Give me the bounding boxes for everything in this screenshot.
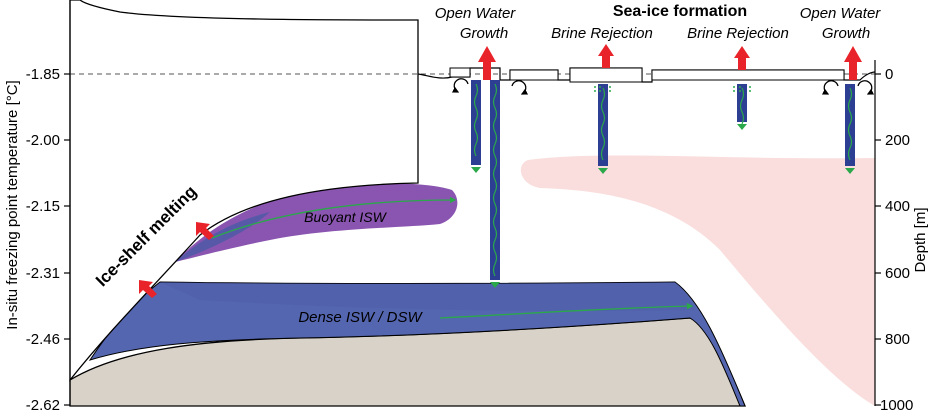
ice-shelf [69, 0, 419, 382]
right-tick-label: 200 [885, 132, 910, 149]
right-tick-label: 600 [885, 265, 910, 282]
up-arrow-icon [598, 44, 614, 68]
plume-column [490, 80, 500, 288]
dense-isw-layer [88, 281, 746, 407]
plume-column [598, 84, 608, 174]
melting-arrow-icon [196, 222, 214, 240]
right-axis-title: Depth [m] [912, 207, 929, 272]
up-arrow-icon [734, 46, 750, 70]
right-tick-label: 800 [885, 331, 910, 348]
left-tick-label: -2.15 [26, 198, 60, 215]
left-tick-label: -2.31 [26, 265, 60, 282]
left-axis-ticks [64, 73, 70, 406]
buoyant-isw-label: Buoyant ISW [304, 209, 387, 225]
open-water-label-right-line2: Growth [822, 25, 870, 42]
dense-isw-label: Dense ISW / DSW [298, 309, 423, 326]
plume-column [845, 84, 855, 174]
right-tick-label: 400 [885, 198, 910, 215]
ice-floe [509, 69, 559, 81]
up-arrow-icon [478, 46, 496, 80]
left-tick-label: -2.00 [26, 132, 60, 149]
buoyant-isw-layer [175, 183, 458, 262]
open-water-label-left-line1: Open Water [435, 5, 517, 22]
ice-floe [569, 67, 643, 83]
circulation-arrow [857, 80, 875, 95]
left-axis-title: In-situ freezing point temperature [°C] [4, 80, 21, 329]
up-arrow-icon [844, 46, 862, 80]
left-tick-label: -2.62 [26, 397, 60, 414]
open-water-label-right-line1: Open Water [800, 5, 882, 22]
dense-isw-upper-band [160, 282, 695, 311]
circulation-arrow [451, 78, 469, 93]
brine-drips [594, 86, 751, 92]
buoyant-isw-gradient [175, 212, 270, 262]
left-tick-label: -1.85 [26, 66, 60, 83]
circulation-arrow [511, 80, 529, 95]
buoyant-flow-arrow [211, 196, 457, 239]
left-tick-label: -2.46 [26, 331, 60, 348]
brine-rejection-label-2: Brine Rejection [687, 25, 789, 42]
circulation-arrow [821, 80, 839, 95]
ice-floe [449, 67, 471, 78]
open-water-label-left-line2: Growth [460, 25, 508, 42]
right-axis-ticks [875, 73, 881, 406]
brine-rejection-label-1: Brine Rejection [551, 25, 653, 42]
plume-column [471, 80, 481, 173]
dense-flow-arrow [439, 302, 694, 319]
plume-column [737, 84, 747, 130]
seaice-title: Sea-ice formation [613, 3, 747, 20]
sea-surface [417, 67, 876, 83]
melting-arrow-icon [139, 280, 157, 298]
ice-floe [651, 69, 845, 81]
warm-water-plume [520, 155, 875, 406]
right-tick-label: 1000 [880, 397, 913, 414]
right-tick-label: 0 [885, 66, 893, 83]
